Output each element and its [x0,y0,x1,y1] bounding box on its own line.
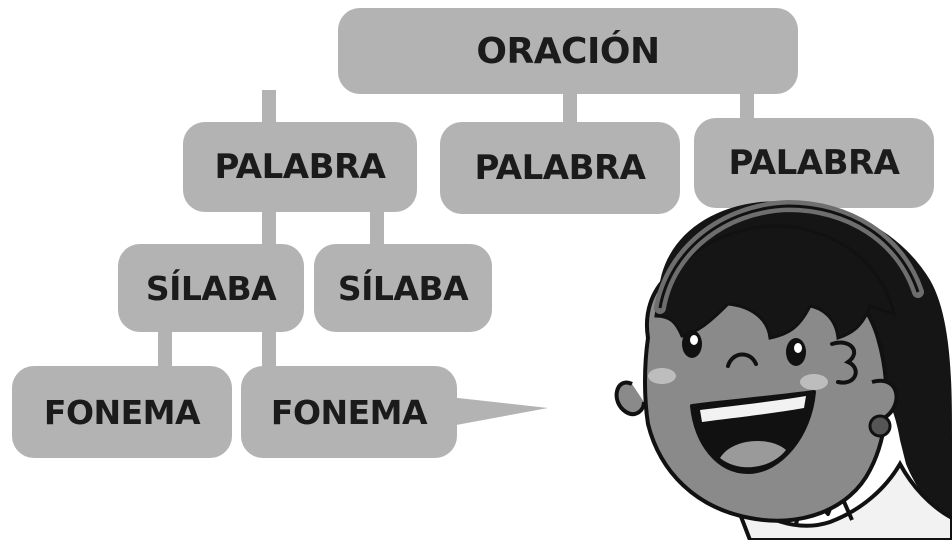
connector-word1-syllable1 [262,208,276,248]
syllable-node-2: SÍLABA [314,244,492,332]
word-node-2: PALABRA [440,122,680,214]
phoneme-node-2: FONEMA [241,366,457,458]
girl-illustration-icon [614,199,952,540]
word-node-1: PALABRA [183,122,417,212]
syllable-label-1: SÍLABA [145,268,277,308]
word-node-3: PALABRA [694,118,934,208]
speech-tail-icon [440,396,548,428]
phoneme-label-2: FONEMA [270,392,428,432]
word-label-3: PALABRA [728,143,901,183]
connector-root-word1 [262,90,276,126]
connector-root-word3 [740,90,754,126]
connector-syllable1-phoneme1 [158,328,172,370]
root-node-oracion: ORACIÓN [338,8,798,94]
connector-word1-syllable2 [370,208,384,248]
phoneme-label-1: FONEMA [43,392,201,432]
connector-root-word2 [563,90,577,126]
word-label-1: PALABRA [214,147,387,187]
syllable-label-2: SÍLABA [337,268,469,308]
root-label: ORACIÓN [476,30,660,72]
connector-syllable1-phoneme2 [262,328,276,370]
word-label-2: PALABRA [474,148,647,188]
syllable-node-1: SÍLABA [118,244,304,332]
phoneme-node-1: FONEMA [12,366,232,458]
